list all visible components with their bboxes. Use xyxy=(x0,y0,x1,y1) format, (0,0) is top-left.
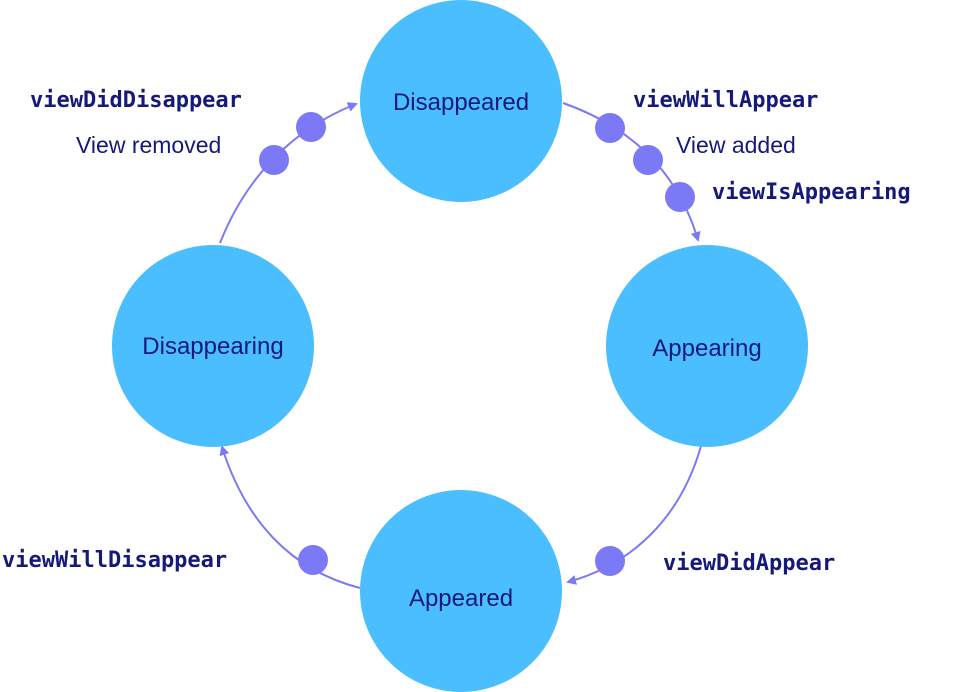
arc-disappearing-to-disappeared xyxy=(219,102,358,244)
marker-view-removed xyxy=(259,145,289,175)
arc-appearing-to-appeared xyxy=(566,445,702,585)
label-view-did-disappear: viewDidDisappear xyxy=(30,88,242,113)
marker-view-will-disappear xyxy=(298,545,328,575)
state-disappearing-label: Disappearing xyxy=(142,333,283,360)
state-disappearing-circle xyxy=(112,245,314,447)
state-appearing-circle xyxy=(606,245,808,447)
state-disappeared-circle xyxy=(360,0,562,202)
marker-view-did-appear xyxy=(595,546,625,576)
state-disappeared-label: Disappeared xyxy=(393,89,529,116)
marker-view-did-disappear xyxy=(296,112,326,142)
state-appearing-label: Appearing xyxy=(652,335,761,362)
arc-disappeared-to-appearing xyxy=(562,102,701,242)
arc-appeared-to-disappearing xyxy=(219,445,361,589)
label-view-will-appear: viewWillAppear xyxy=(633,88,818,113)
state-appeared-circle xyxy=(360,490,562,692)
label-view-added: View added xyxy=(676,132,796,158)
marker-view-is-appearing xyxy=(665,182,695,212)
label-view-did-appear: viewDidAppear xyxy=(663,551,835,576)
state-appeared-label: Appeared xyxy=(409,585,513,612)
label-view-is-appearing: viewIsAppearing xyxy=(712,180,911,205)
label-view-will-disappear: viewWillDisappear xyxy=(2,548,227,573)
marker-view-added xyxy=(633,145,663,175)
marker-view-will-appear xyxy=(595,113,625,143)
label-view-removed: View removed xyxy=(76,132,221,158)
